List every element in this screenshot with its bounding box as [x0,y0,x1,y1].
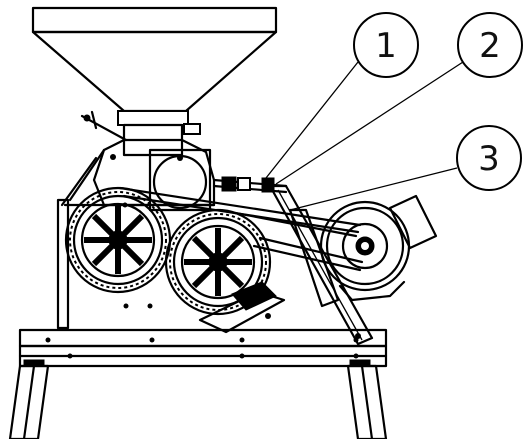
base-frame [18,328,388,368]
callout-2-label: 2 [479,26,501,66]
drive-belts [118,186,364,272]
adjustment-lever [80,110,201,142]
hopper [31,6,278,157]
right-pulley [164,208,272,316]
callout-3: 3 [456,125,522,191]
stand-legs [8,359,388,439]
motor [319,194,438,302]
callout-3-label: 3 [478,139,500,179]
left-pulley [64,186,172,294]
callout-1: 1 [353,12,419,78]
adjusting-rod [212,176,374,346]
callout-2: 2 [457,12,523,78]
callout-1-label: 1 [375,26,397,66]
callout-leaders [265,61,464,211]
tensioner-arm [198,281,286,334]
